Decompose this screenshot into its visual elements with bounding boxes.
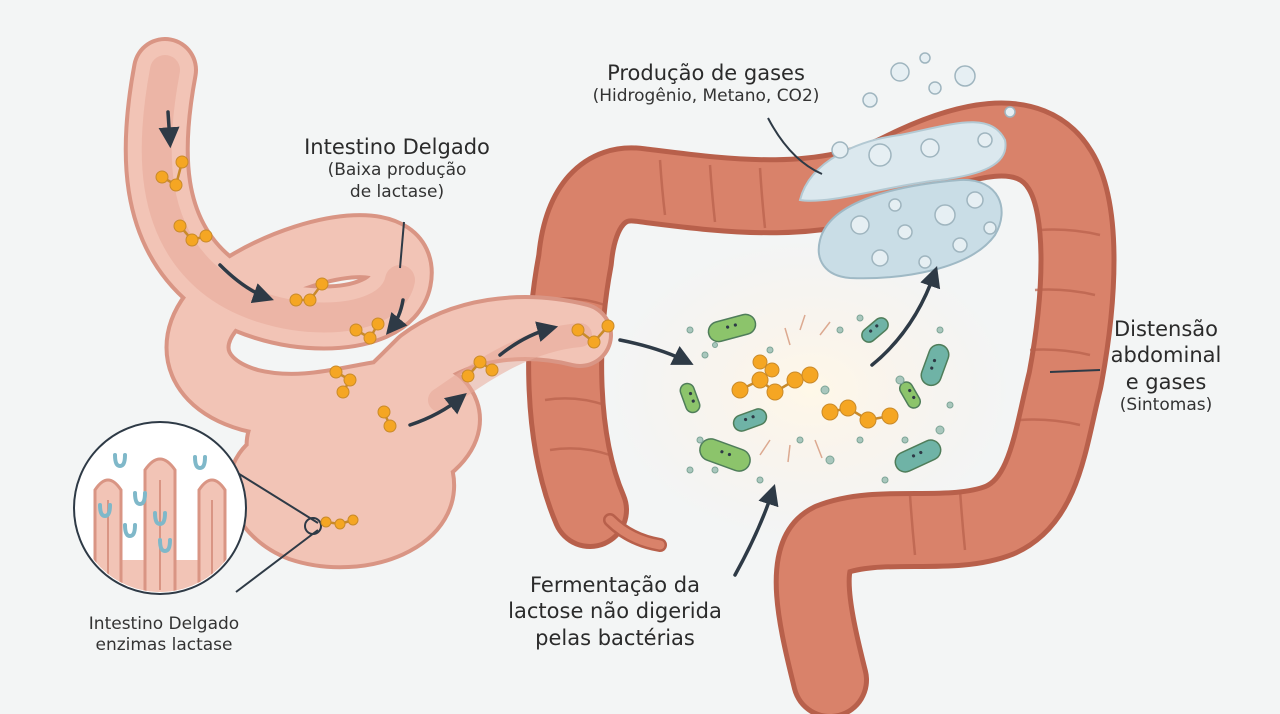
gas-bubble bbox=[928, 81, 942, 95]
lactase-enzyme bbox=[153, 511, 167, 527]
label-pointers bbox=[235, 117, 1101, 593]
inset-line2: enzimas lactase bbox=[95, 635, 233, 656]
gas-bubble bbox=[897, 224, 913, 240]
inset-line1: Intestino Delgado bbox=[88, 614, 240, 634]
gas-bubble bbox=[918, 255, 932, 269]
distension-line3: e gases bbox=[1125, 369, 1207, 394]
gas-bubbles bbox=[831, 52, 1016, 269]
flow-arrows bbox=[158, 110, 941, 577]
particle bbox=[711, 466, 719, 474]
label-distension: Distensão abdominal e gases (Sintomas) bbox=[1096, 316, 1236, 416]
lactose-molecule bbox=[731, 366, 819, 401]
gas-bubble bbox=[983, 221, 997, 235]
particle bbox=[696, 436, 704, 444]
distension-line2: abdominal bbox=[1110, 343, 1222, 368]
gas-bubble bbox=[850, 215, 870, 235]
label-small-intestine: Intestino Delgado (Baixa produção de lac… bbox=[282, 134, 512, 203]
particle bbox=[686, 326, 694, 334]
particle bbox=[881, 476, 889, 484]
gas-bubble bbox=[919, 52, 931, 64]
lactose-molecule bbox=[821, 399, 899, 429]
particle bbox=[756, 476, 764, 484]
lactose-molecule bbox=[329, 365, 357, 399]
particle bbox=[825, 455, 835, 465]
particle bbox=[946, 401, 954, 409]
particle bbox=[686, 466, 694, 474]
gas-bubble bbox=[831, 141, 849, 159]
bacterium bbox=[707, 313, 757, 343]
label-inset: Intestino Delgado enzimas lactase bbox=[64, 614, 264, 657]
large-intestine bbox=[526, 100, 1117, 714]
bacteria-group bbox=[679, 313, 954, 484]
lactose-molecule bbox=[155, 155, 189, 192]
lactose-molecule bbox=[377, 405, 397, 433]
gas-bubble bbox=[1004, 106, 1016, 118]
lactose-molecules bbox=[155, 155, 899, 530]
lactase-enzyme bbox=[193, 455, 207, 471]
gas-bubble bbox=[977, 132, 993, 148]
fermentation-line3: pelas bactérias bbox=[535, 625, 695, 650]
label-fermentation: Fermentação da lactose não digerida pela… bbox=[490, 572, 740, 651]
particle bbox=[856, 314, 864, 322]
gas-production-title: Produção de gases bbox=[607, 61, 805, 85]
particle bbox=[936, 326, 944, 334]
inset-focus-ring bbox=[304, 517, 322, 535]
lactose-molecule bbox=[349, 317, 385, 345]
gas-bubble bbox=[888, 198, 902, 212]
label-gas-production: Produção de gases (Hidrogênio, Metano, C… bbox=[556, 60, 856, 108]
particle bbox=[836, 326, 844, 334]
bacterium bbox=[699, 438, 751, 472]
distension-line1: Distensão bbox=[1113, 317, 1219, 341]
particle bbox=[796, 436, 804, 444]
bacterium bbox=[920, 343, 950, 387]
gas-bubble bbox=[868, 143, 892, 167]
gas-bubble bbox=[871, 249, 889, 267]
gas-production-sub: (Hidrogênio, Metano, CO2) bbox=[592, 86, 820, 107]
lactase-enzyme bbox=[123, 523, 137, 539]
particle bbox=[856, 436, 864, 444]
particle bbox=[712, 342, 718, 348]
bacterium bbox=[861, 317, 889, 343]
gas-bubble bbox=[920, 138, 940, 158]
lactose-molecule bbox=[752, 354, 780, 378]
gas-bubble bbox=[966, 191, 984, 209]
particle bbox=[766, 346, 774, 354]
gas-bubble bbox=[890, 62, 910, 82]
gas-bubble bbox=[934, 204, 956, 226]
fermentation-burst bbox=[759, 314, 831, 463]
villi-inset bbox=[73, 421, 247, 595]
bacterium bbox=[894, 439, 942, 473]
particle bbox=[701, 351, 709, 359]
bacterium bbox=[732, 408, 768, 432]
small-intestine bbox=[123, 37, 613, 570]
particle bbox=[820, 385, 830, 395]
lactase-enzyme bbox=[133, 491, 147, 507]
gas-bubble bbox=[954, 65, 976, 87]
distension-sub: (Sintomas) bbox=[1119, 394, 1213, 415]
small-intestine-sub2: de lactase) bbox=[349, 181, 445, 202]
small-intestine-title: Intestino Delgado bbox=[304, 135, 490, 159]
lactose-molecule bbox=[173, 219, 213, 247]
fermentation-line1: Fermentação da bbox=[529, 573, 701, 597]
lactose-molecule bbox=[571, 319, 615, 349]
small-intestine-sub1: (Baixa produção bbox=[327, 160, 467, 181]
lactose-molecule bbox=[320, 514, 359, 530]
gas-bubble bbox=[862, 92, 878, 108]
lactase-enzyme bbox=[98, 503, 112, 519]
fermentation-line2: lactose não digerida bbox=[508, 599, 722, 624]
particle bbox=[895, 375, 905, 385]
lactase-enzymes bbox=[98, 453, 207, 554]
lactase-enzyme bbox=[113, 453, 127, 469]
lactose-molecule bbox=[289, 277, 329, 307]
particle bbox=[935, 425, 945, 435]
lactase-enzyme bbox=[158, 538, 172, 554]
lactose-molecule bbox=[461, 355, 499, 383]
particle bbox=[901, 436, 909, 444]
bacterium bbox=[679, 382, 701, 414]
gas-bubble bbox=[952, 237, 968, 253]
